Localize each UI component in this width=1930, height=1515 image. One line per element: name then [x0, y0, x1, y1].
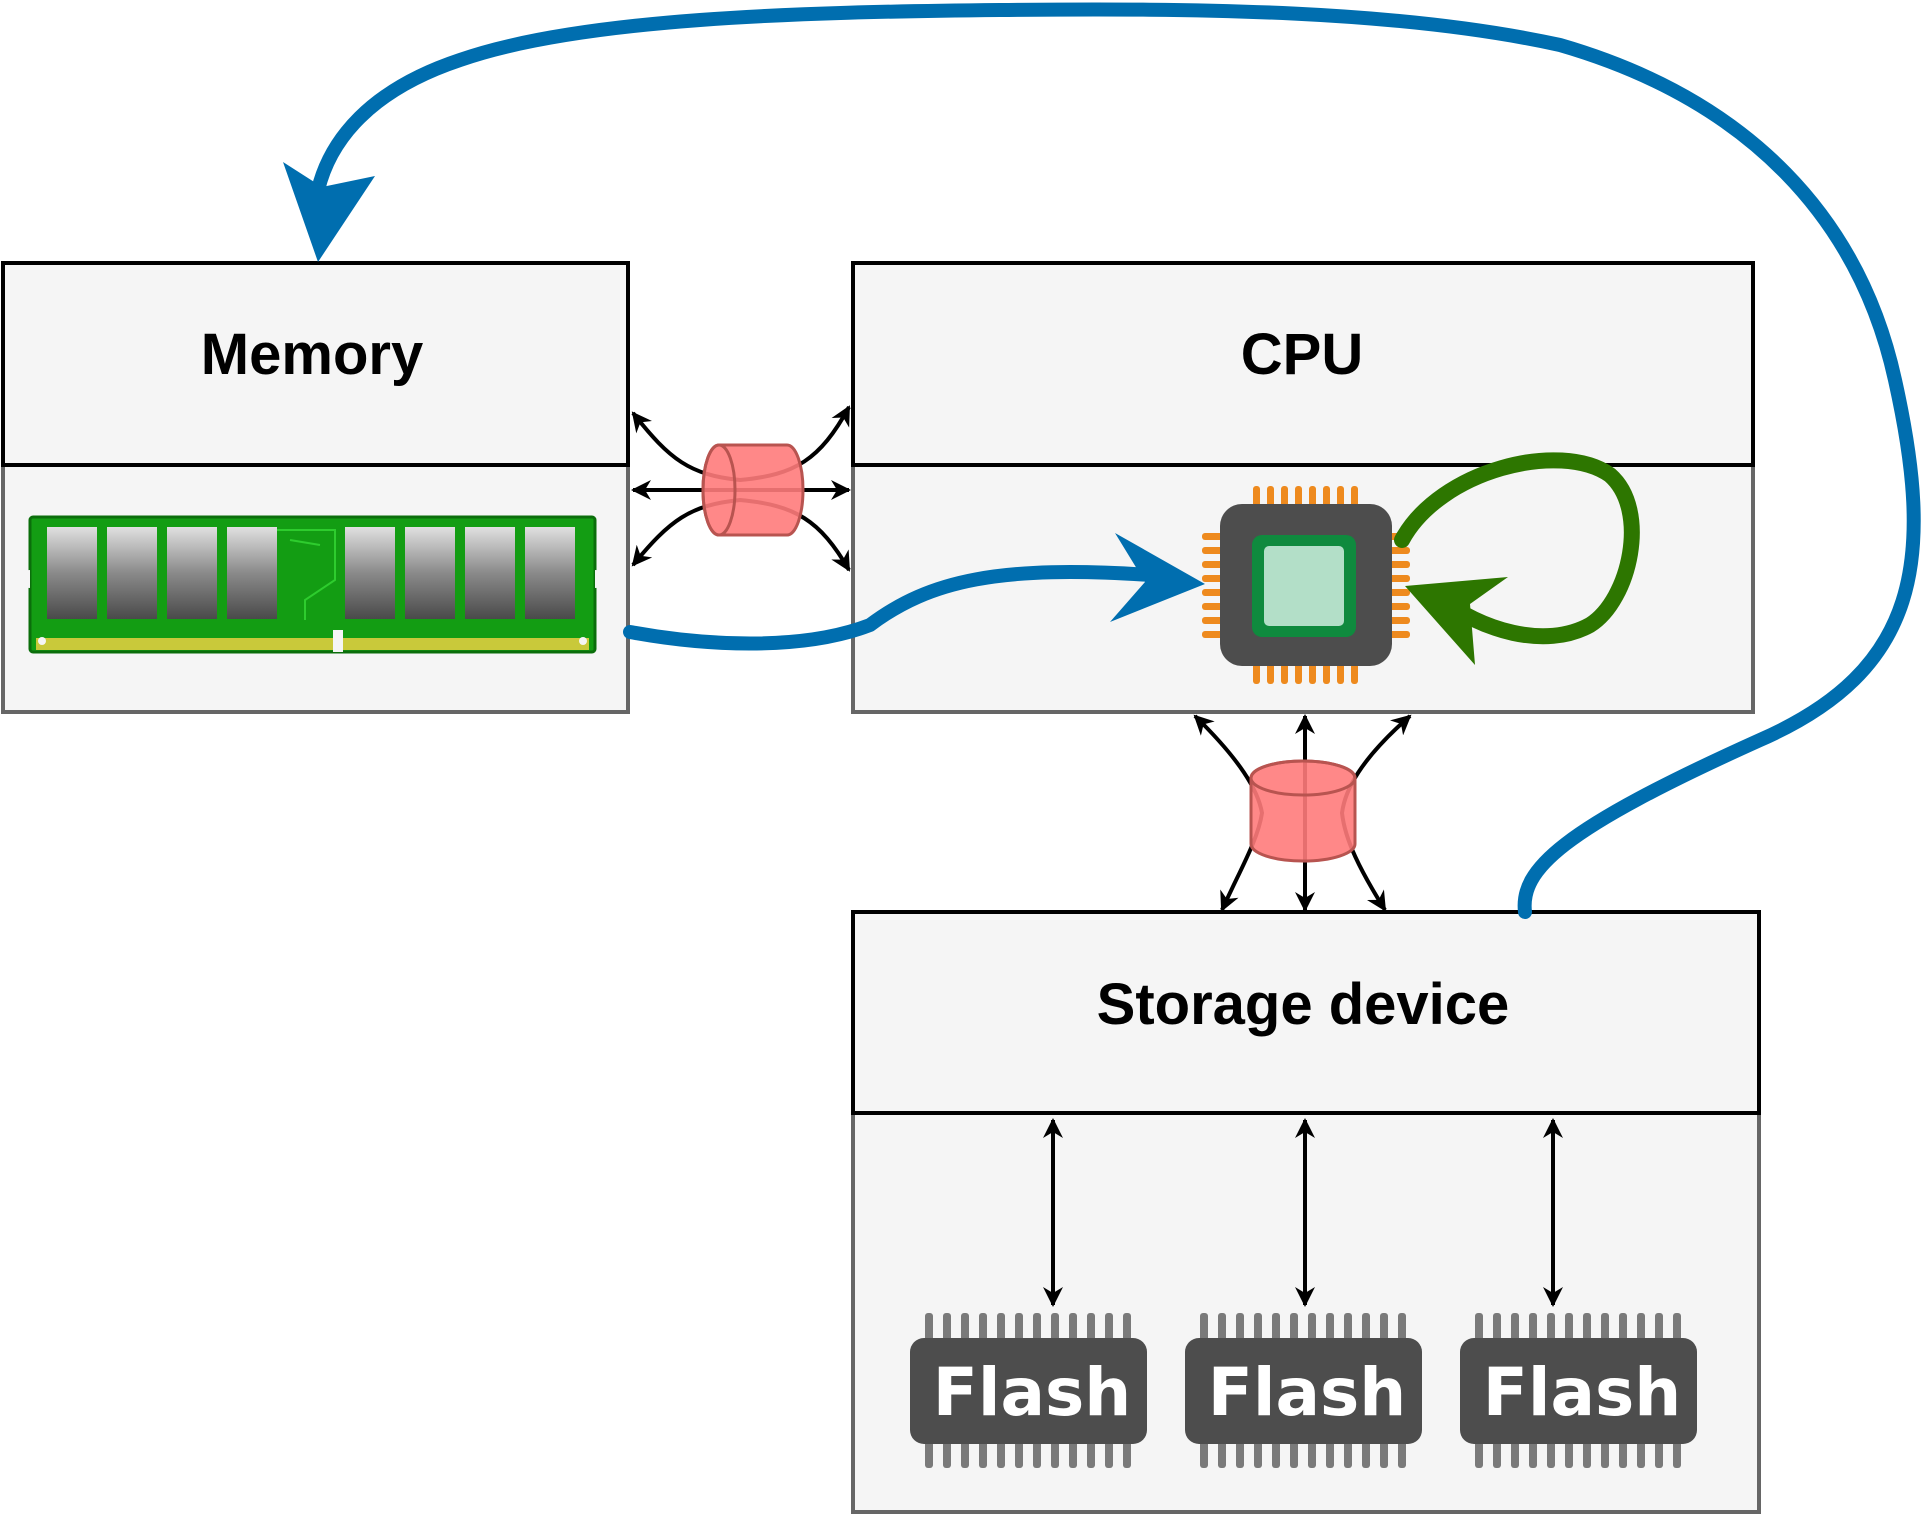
memory-title: Memory	[201, 322, 423, 387]
memory-cpu-bus	[631, 405, 851, 572]
storage-header	[851, 910, 1761, 1115]
cpu-chip-icon	[1202, 486, 1410, 684]
flash-chip-icon: Flash	[1185, 1313, 1422, 1468]
storage-to-memory-arrow	[311, 2, 1921, 919]
storage-box: Storage device Flash Flash	[851, 910, 1761, 1514]
flash-label: Flash	[933, 1354, 1132, 1431]
memory-to-cpu-arrowhead	[1110, 533, 1205, 622]
flash-chip-icon: Flash	[1460, 1313, 1697, 1468]
bus-cylinder-icon	[701, 443, 805, 537]
storage-to-memory-arrowhead	[283, 162, 375, 262]
cpu-storage-bus	[1193, 714, 1412, 912]
cpu-header	[851, 261, 1755, 467]
bus-cylinder-icon	[1249, 759, 1357, 863]
memory-box: Memory	[1, 261, 630, 714]
memory-to-cpu-arrow	[623, 565, 1157, 651]
storage-title: Storage device	[1097, 972, 1510, 1037]
flash-label: Flash	[1208, 1354, 1407, 1431]
ram-module-icon	[21, 515, 604, 654]
memory-header	[1, 261, 630, 467]
flash-chip-icon: Flash	[910, 1313, 1147, 1468]
cpu-box: CPU	[851, 261, 1755, 714]
flash-label: Flash	[1483, 1354, 1682, 1431]
cpu-title: CPU	[1241, 322, 1363, 387]
cpu-self-loop-arrow	[1394, 452, 1640, 645]
cpu-self-loop-arrowhead	[1405, 577, 1508, 665]
